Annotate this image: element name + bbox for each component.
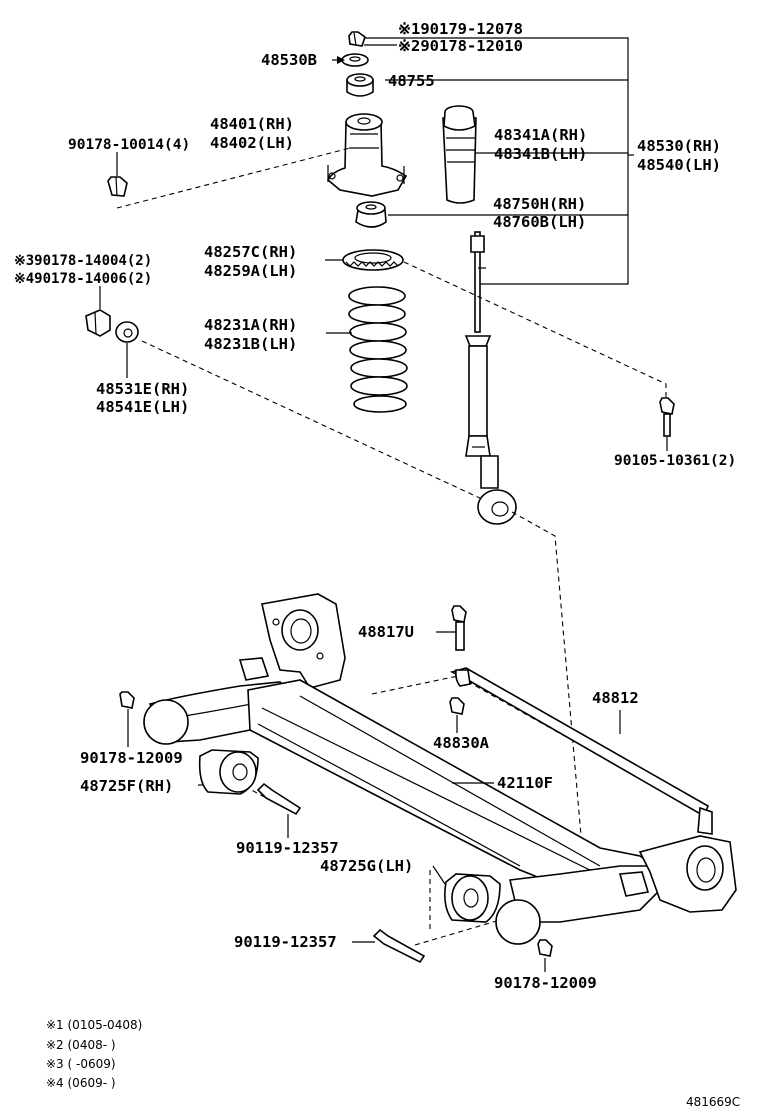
label-48812: 48812 <box>592 689 639 707</box>
label-48755: 48755 <box>388 72 435 90</box>
label-48725g-lh: 48725G(LH) <box>320 857 414 875</box>
top-nut-part <box>348 31 366 47</box>
label-48341a-rh: 48341A(RH) <box>494 126 588 144</box>
washer-48530b-part <box>332 53 369 67</box>
label-48725f-rh: 48725F(RH) <box>80 777 174 795</box>
footnote-1: ※1 (0105-0408) <box>46 1018 143 1032</box>
label-90179-12078: ※190179-12078 <box>398 20 523 38</box>
bush-48725f-part <box>198 749 259 795</box>
nut-90178-12009-right-part <box>537 939 553 972</box>
label-90119-12357-upper: 90119-12357 <box>236 839 339 857</box>
label-48530-rh: 48530(RH) <box>637 137 721 155</box>
footnote-2: ※2 (0408- ) <box>46 1038 116 1052</box>
label-48530b: 48530B <box>261 51 317 69</box>
label-90178-12009-left: 90178-12009 <box>80 749 183 767</box>
label-48257c-rh: 48257C(RH) <box>204 243 298 261</box>
label-48259a-lh: 48259A(LH) <box>204 262 298 280</box>
label-90105-10361: 90105-10361(2) <box>614 453 737 469</box>
bolt-90119-12357-upper-part <box>256 782 302 838</box>
coil-spring-48231a-part <box>326 286 408 413</box>
label-90178-12010: ※290178-12010 <box>398 37 523 55</box>
upper-support-48401-part <box>327 113 408 197</box>
label-48830a: 48830A <box>433 734 489 752</box>
label-90178-12009-right: 90178-12009 <box>494 974 597 992</box>
bump-stopper-48341a-part <box>442 105 482 204</box>
label-90119-12357-lower: 90119-12357 <box>234 933 337 951</box>
nut-48830a-part <box>449 697 465 733</box>
label-48231b-lh: 48231B(LH) <box>204 335 298 353</box>
assembly-bracket-lines <box>364 37 634 285</box>
axle-beam-42110f-part <box>143 593 737 945</box>
label-90178-10014: 90178-10014(4) <box>68 137 191 153</box>
label-48401-rh: 48401(RH) <box>210 115 294 133</box>
label-48231a-rh: 48231A(RH) <box>204 316 298 334</box>
washer-48531e-part <box>115 321 139 378</box>
bolt-90105-10361-part <box>659 397 675 451</box>
upper-seat-48750h-part <box>355 201 387 228</box>
label-48531e-rh: 48531E(RH) <box>96 380 190 398</box>
label-48760b-lh: 48760B(LH) <box>493 213 587 231</box>
footnote-4: ※4 (0609- ) <box>46 1076 116 1090</box>
label-42110f: 42110F <box>497 774 553 792</box>
spring-insulator-48257c-part <box>325 249 404 271</box>
label-90178-14004: ※390178-14004(2) <box>14 253 153 269</box>
nut-90178-12009-left-part <box>119 691 135 747</box>
footnote-3: ※3 ( -0609) <box>46 1057 116 1071</box>
label-48402-lh: 48402(LH) <box>210 134 294 152</box>
shock-absorber-part <box>464 231 517 525</box>
stabilizer-bar-48812-part <box>449 667 713 835</box>
figure-code: 481669C <box>686 1095 741 1109</box>
label-48817u: 48817U <box>358 623 414 641</box>
bushing-48755-part <box>346 73 374 97</box>
label-48541e-lh: 48541E(LH) <box>96 398 190 416</box>
label-48750h-rh: 48750H(RH) <box>493 195 587 213</box>
bolt-48817u-part <box>436 605 467 651</box>
nut-90178-10014-part <box>107 152 128 197</box>
label-48341b-lh: 48341B(LH) <box>494 145 588 163</box>
bush-48725g-part <box>432 865 501 923</box>
label-90178-14006: ※490178-14006(2) <box>14 271 153 287</box>
label-48540-lh: 48540(LH) <box>637 156 721 174</box>
bolt-90119-12357-lower-part <box>352 928 426 964</box>
nut-90178-14004-part <box>85 286 111 337</box>
